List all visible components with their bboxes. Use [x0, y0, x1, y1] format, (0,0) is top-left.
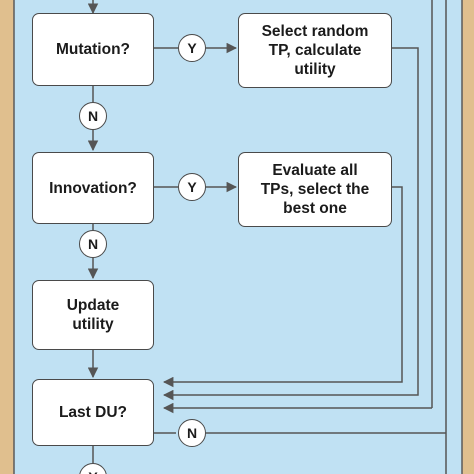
right-frame [462, 0, 474, 474]
mutation-no-badge: N [79, 102, 107, 130]
edge-select-to-last [162, 47, 419, 401]
select-random-tp-step: Select random TP, calculate utility [238, 13, 392, 88]
innovation-no-badge: N [79, 230, 107, 258]
innovation-yes-badge: Y [178, 173, 206, 201]
update-utility-step: Update utility [32, 280, 154, 350]
last-du-no-badge: N [178, 419, 206, 447]
mutation-yes-badge: Y [178, 34, 206, 62]
mutation-decision: Mutation? [32, 13, 154, 86]
left-frame [0, 0, 14, 474]
edge-evaluate-to-last [162, 186, 403, 388]
last-du-decision: Last DU? [32, 379, 154, 446]
evaluate-all-tps-step: Evaluate all TPs, select the best one [238, 152, 392, 227]
innovation-decision: Innovation? [32, 152, 154, 224]
